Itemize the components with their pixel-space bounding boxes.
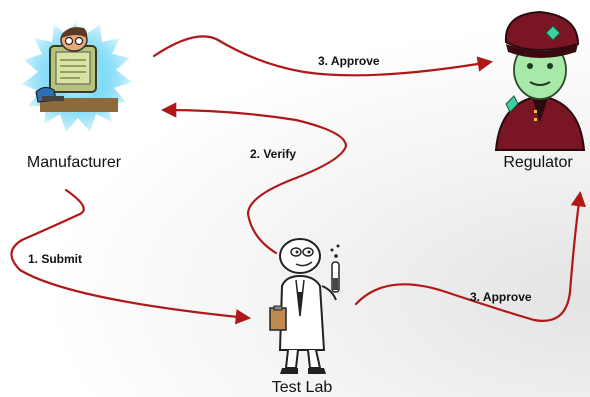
approve-manufacturer-label: 3. Approve bbox=[318, 54, 380, 68]
regulator-icon bbox=[494, 10, 586, 151]
submit-arrow bbox=[10, 188, 252, 325]
test-lab-icon bbox=[269, 238, 340, 374]
test-lab-label: Test Lab bbox=[272, 379, 333, 396]
verify-arrow bbox=[160, 102, 348, 255]
submit-label: 1. Submit bbox=[28, 252, 82, 266]
verify-label: 2. Verify bbox=[250, 147, 296, 161]
approve-manufacturer-arrow bbox=[152, 35, 494, 77]
approve-testlab-arrow bbox=[354, 190, 587, 322]
manufacturer-icon bbox=[22, 22, 132, 132]
manufacturer-label: Manufacturer bbox=[27, 154, 122, 171]
approve-testlab-label: 3. Approve bbox=[470, 290, 532, 304]
regulator-label: Regulator bbox=[503, 154, 573, 171]
